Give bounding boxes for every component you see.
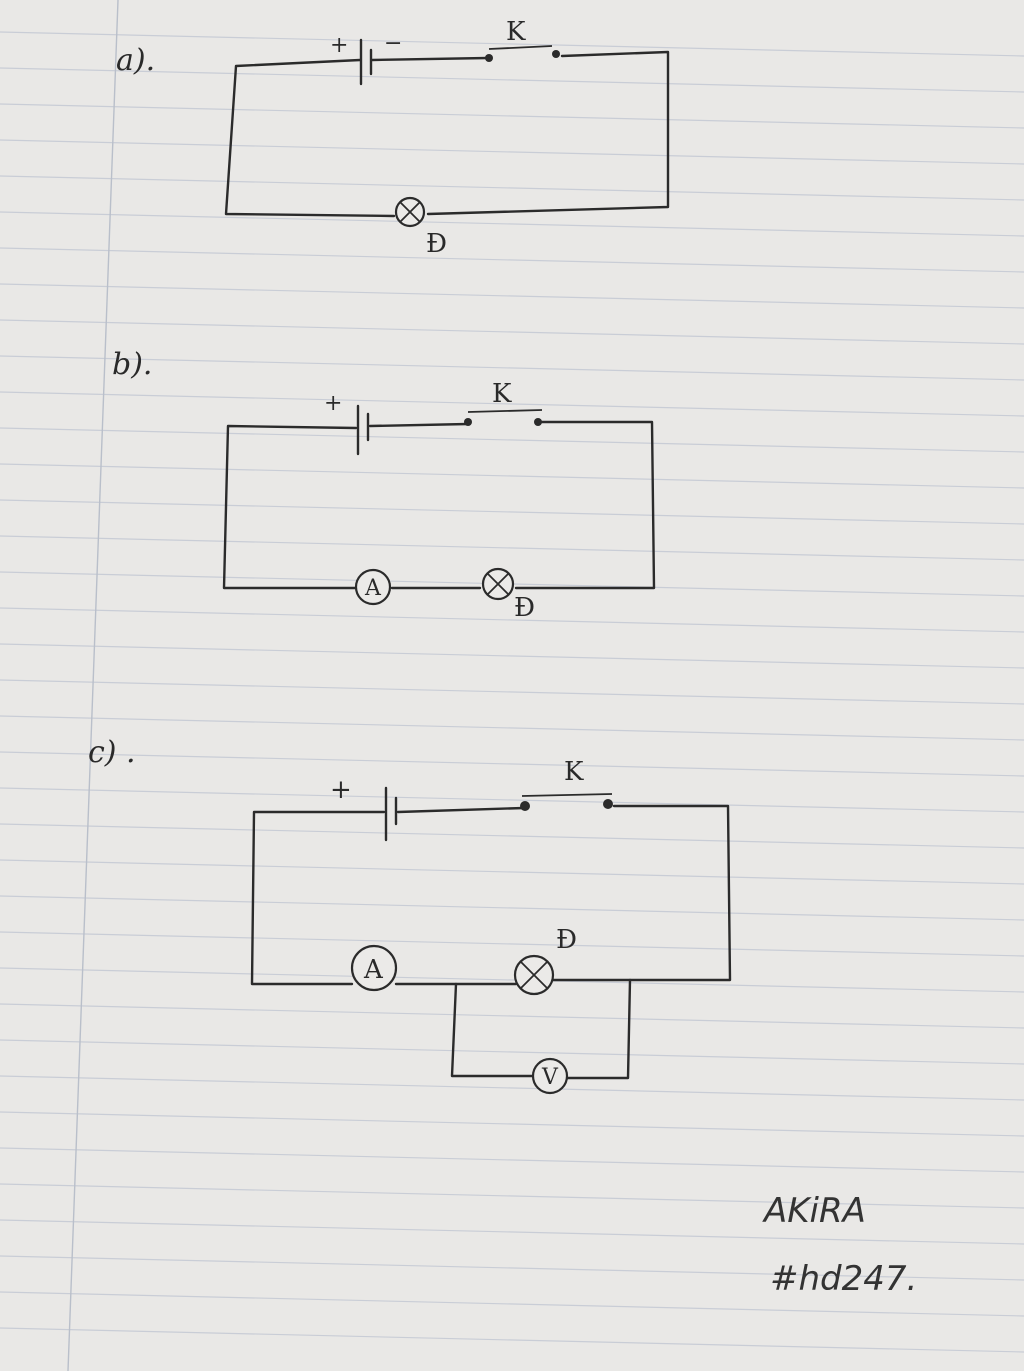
ruled-line bbox=[0, 1183, 1024, 1209]
battery-b bbox=[356, 404, 370, 456]
lamp-a bbox=[394, 196, 426, 228]
ruled-line bbox=[0, 607, 1024, 633]
voltmeter-c-label: V bbox=[541, 1065, 559, 1090]
ruled-line bbox=[0, 931, 1024, 957]
battery-c-plus: + bbox=[330, 775, 352, 805]
ruled-line bbox=[0, 535, 1024, 561]
margin-line bbox=[67, 0, 119, 1371]
part-a-label: a). bbox=[116, 43, 155, 78]
signature-name: AKiRA bbox=[762, 1191, 866, 1231]
battery-a-plus: + bbox=[330, 33, 348, 58]
lamp-a-label: Đ bbox=[426, 229, 447, 259]
lamp-c-label: Đ bbox=[556, 925, 577, 955]
ruled-line bbox=[0, 175, 1024, 201]
ruled-line bbox=[0, 355, 1024, 381]
ruled-line bbox=[0, 139, 1024, 165]
switch-b bbox=[464, 409, 543, 426]
lamp-c bbox=[513, 954, 555, 996]
ruled-line bbox=[0, 895, 1024, 921]
ruled-line bbox=[0, 391, 1024, 417]
switch-c-label: K bbox=[564, 757, 584, 787]
circuit-b: b). + K A Đ bbox=[112, 347, 656, 623]
switch-a bbox=[485, 45, 560, 62]
ammeter-c-label: A bbox=[363, 955, 384, 985]
wire-b-left bbox=[222, 424, 358, 590]
ruled-line bbox=[0, 247, 1024, 273]
wire-a-left bbox=[224, 58, 396, 218]
ruled-line bbox=[0, 1219, 1024, 1245]
switch-b-label: K bbox=[492, 379, 512, 409]
wire-c-right bbox=[550, 804, 732, 982]
ruled-line bbox=[0, 823, 1024, 849]
ruled-line bbox=[0, 1075, 1024, 1101]
ammeter-b-label: A bbox=[364, 576, 382, 601]
ruled-line bbox=[0, 211, 1024, 237]
part-c-label: c) . bbox=[88, 735, 136, 770]
lamp-b-label: Đ bbox=[514, 593, 535, 623]
wire-a-top bbox=[370, 56, 490, 62]
wire-c-voltmeter-right bbox=[564, 978, 632, 1080]
ruled-line bbox=[0, 1255, 1024, 1281]
wire-b-top bbox=[368, 422, 470, 428]
ruled-line bbox=[0, 967, 1024, 993]
ruled-line bbox=[0, 751, 1024, 777]
ruled-line bbox=[0, 1147, 1024, 1173]
wire-c-top bbox=[396, 806, 526, 814]
battery-a bbox=[359, 38, 373, 86]
wire-b-right bbox=[514, 420, 656, 590]
wire-c-left bbox=[250, 810, 386, 986]
ammeter-b bbox=[354, 568, 392, 606]
part-b-label: b). bbox=[112, 347, 152, 382]
ruled-line bbox=[0, 319, 1024, 345]
wire-c-voltmeter-left bbox=[450, 982, 536, 1078]
ammeter-c bbox=[350, 944, 398, 992]
ruled-line bbox=[0, 1327, 1024, 1353]
ruled-line bbox=[0, 643, 1024, 669]
wire-a-right bbox=[426, 50, 670, 216]
ruled-line bbox=[0, 1291, 1024, 1317]
ruled-line bbox=[0, 679, 1024, 705]
ruled-line bbox=[0, 859, 1024, 885]
battery-b-plus: + bbox=[324, 391, 342, 416]
ruled-line bbox=[0, 1003, 1024, 1029]
ruled-line bbox=[0, 1111, 1024, 1137]
battery-a-minus: − bbox=[384, 31, 402, 56]
switch-a-label: K bbox=[506, 17, 526, 47]
ruled-line bbox=[0, 463, 1024, 489]
ruled-line bbox=[0, 103, 1024, 129]
circuit-c: c) . + K A Đ V bbox=[88, 735, 732, 1095]
ruled-line bbox=[0, 427, 1024, 453]
ruled-lines bbox=[0, 31, 1024, 1353]
ruled-line bbox=[0, 499, 1024, 525]
circuit-a: a). + − K Đ bbox=[116, 17, 670, 259]
voltmeter-c bbox=[531, 1057, 569, 1095]
ruled-line bbox=[0, 67, 1024, 93]
lamp-b bbox=[481, 567, 515, 601]
ruled-line bbox=[0, 283, 1024, 309]
ruled-line bbox=[0, 31, 1024, 57]
ruled-line bbox=[0, 1039, 1024, 1065]
ruled-line bbox=[0, 715, 1024, 741]
ruled-line bbox=[0, 787, 1024, 813]
battery-c bbox=[384, 786, 398, 842]
signature-tag: #hd247. bbox=[770, 1259, 917, 1299]
switch-c bbox=[520, 793, 613, 811]
